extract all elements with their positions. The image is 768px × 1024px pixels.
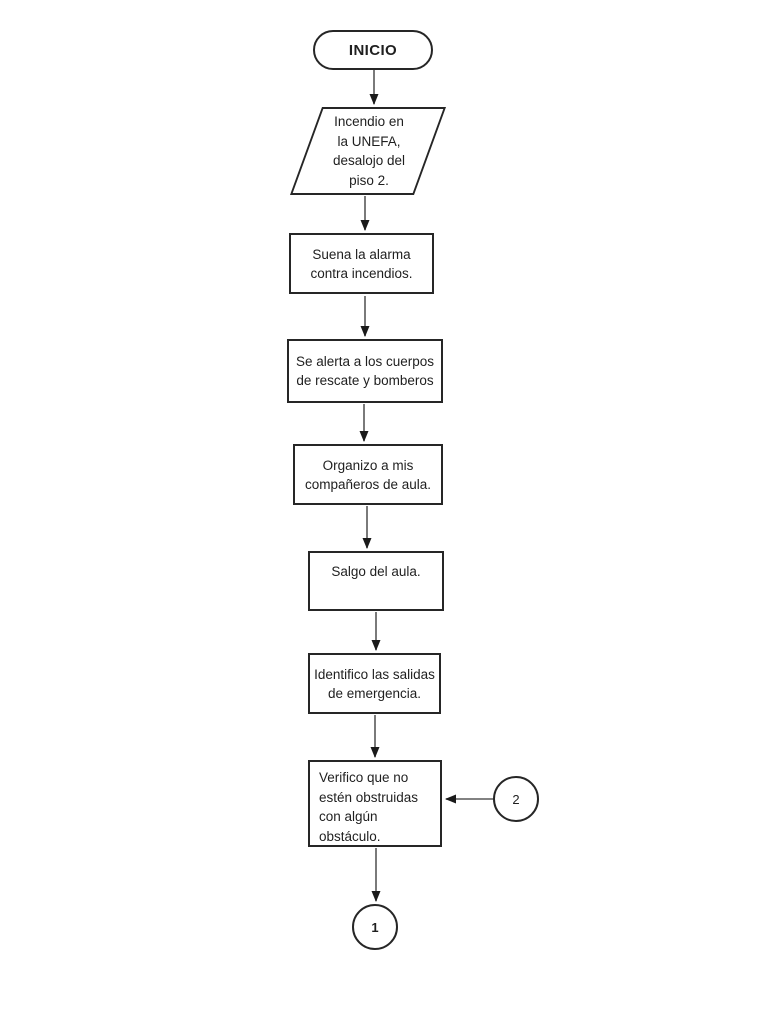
- text-line: de emergencia.: [327, 685, 422, 701]
- text-line: con algún obstáculo.: [319, 809, 381, 844]
- process-box-verify-obstruction: Verifico que no estén obstruidas con alg…: [308, 760, 442, 847]
- text-line: Salgo del aula.: [331, 564, 421, 579]
- text-line: estén obstruidas: [319, 789, 419, 805]
- text-line: contra incendios.: [310, 265, 413, 281]
- text-line: compañeros de aula.: [304, 476, 432, 492]
- process-box-exit-classroom: Salgo del aula.: [308, 551, 444, 611]
- connector-label: 1: [371, 919, 379, 935]
- start-terminator: INICIO: [313, 30, 433, 70]
- text-line: la UNEFA,: [337, 133, 401, 149]
- text-line: piso 2.: [349, 172, 389, 188]
- text-line: desalojo del: [332, 153, 406, 168]
- process-box-organize: Organizo a mis compañeros de aula.: [293, 444, 443, 505]
- text-line: Se alerta a los cuerpos: [295, 354, 435, 369]
- offpage-connector-1: 1: [352, 904, 398, 950]
- offpage-connector-2: 2: [493, 776, 539, 822]
- start-label: INICIO: [348, 41, 398, 59]
- process-box-identify-exits: Identifico las salidas de emergencia.: [308, 653, 441, 714]
- process-box-alarm: Suena la alarma contra incendios.: [289, 233, 434, 294]
- connector-label: 2: [512, 791, 520, 807]
- text-line: Identifico las salidas: [314, 666, 435, 682]
- io-parallelogram-text: Incendio en la UNEFA, desalojo del piso …: [296, 109, 442, 193]
- text-line: Verifico que no: [319, 770, 409, 785]
- text-line: Suena la alarma: [312, 246, 411, 262]
- text-line: de rescate y bomberos: [296, 373, 434, 388]
- text-line: Incendio en: [334, 114, 404, 129]
- text-line: Organizo a mis: [322, 457, 414, 473]
- process-box-alert-rescue: Se alerta a los cuerpos de rescate y bom…: [287, 339, 443, 403]
